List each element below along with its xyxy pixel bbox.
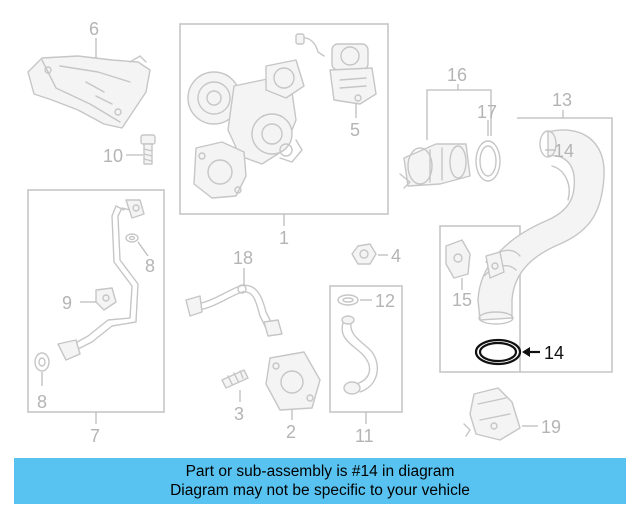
seal-ring-part-17[interactable] [475,140,501,182]
callout-8b: 8 [37,392,47,412]
nut-part-4[interactable] [351,243,377,265]
callout-15: 15 [452,290,472,310]
shield-part-19[interactable] [463,387,521,441]
banjo-bolt-part-9[interactable] [95,287,117,311]
callout-8a: 8 [145,256,155,276]
o-ring-part-14[interactable] [474,338,522,366]
callout-2: 2 [286,422,296,442]
leader-8a [137,241,149,257]
drain-tube-part-11[interactable] [341,315,379,395]
actuator-part-5[interactable] [295,33,377,105]
washer-part-8b[interactable] [34,352,50,372]
info-banner: Part or sub-assembly is #14 in diagram D… [14,458,626,504]
callout-11: 11 [355,426,374,446]
callout-9: 9 [62,293,72,313]
callout-6: 6 [89,19,99,39]
callout-12: 12 [375,291,395,311]
callout-4: 4 [391,246,401,266]
gasket-part-12[interactable] [337,294,359,306]
bolt-part-10[interactable] [140,134,156,165]
stud-part-3[interactable] [221,369,249,389]
callout-1: 1 [279,228,289,248]
callout-19: 19 [541,417,561,437]
gasket-part-2[interactable] [265,351,321,411]
arrow-head-14 [522,347,530,357]
banner-line-1: Part or sub-assembly is #14 in diagram [185,463,455,480]
bracket-part-15[interactable] [445,239,505,279]
callout-17: 17 [477,102,497,122]
oil-feed-line-part-7[interactable] [57,199,145,361]
heat-shield-part-6[interactable] [27,55,151,129]
callout-14: 14 [544,343,564,363]
callout-7: 7 [90,426,100,446]
leader-16 [426,89,492,140]
callout-16: 16 [447,65,467,85]
charge-pipe-part-13[interactable] [477,129,605,325]
group-box-13-outer [517,117,613,373]
group-box-13-inner [439,225,521,373]
connector-part-16[interactable] [399,143,471,189]
turbocharger-part-1[interactable] [187,59,305,199]
callout-3: 3 [234,404,244,424]
washer-part-8a[interactable] [125,233,139,243]
callout-18: 18 [233,248,253,268]
banner-line-2: Diagram may not be specific to your vehi… [170,482,470,499]
callout-13: 13 [552,90,572,110]
return-line-part-18[interactable] [185,284,283,337]
callout-14-top: 14 [554,141,574,161]
callout-5: 5 [350,120,360,140]
callout-10: 10 [103,146,123,166]
